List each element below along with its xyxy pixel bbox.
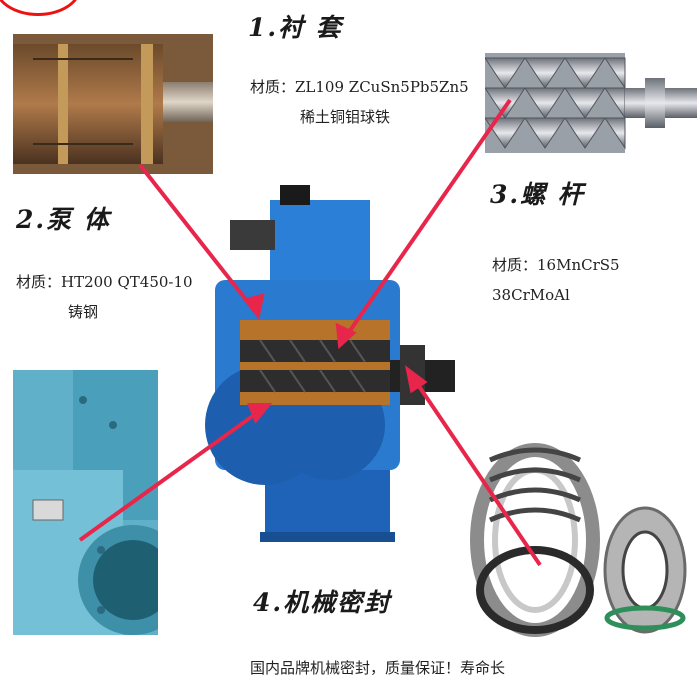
- screw-photo: [485, 48, 697, 158]
- seal-ring-photo: [600, 500, 690, 640]
- pump-body-material: 材质：HT200 QT450-10 铸钢: [16, 267, 193, 327]
- bushing-title: 1.衬 套: [248, 13, 343, 42]
- screw-material: 材质：16MnCrS5 38CrMoAl: [492, 256, 620, 304]
- bushing-material-line2: 稀土铜钼球铁: [300, 108, 391, 126]
- mechanical-seal-description: 国内品牌机械密封，质量保证！寿命长: [250, 659, 506, 677]
- bushing-material: 材质：ZL109 ZCuSn5Pb5Zn5 稀土铜钼球铁: [250, 72, 469, 132]
- pump-cutaway: [200, 180, 460, 550]
- mechanical-seal-title: 4.机械密封: [253, 588, 392, 617]
- bushing-photo: [13, 34, 213, 174]
- corner-logo-fragment: [0, 0, 81, 16]
- pump-body-title: 2.泵 体: [16, 205, 111, 234]
- pump-body-material-line1: 材质：HT200 QT450-10: [16, 273, 193, 291]
- bushing-material-line1: 材质：ZL109 ZCuSn5Pb5Zn5: [250, 78, 469, 96]
- pump-body-material-line2: 铸钢: [68, 303, 99, 321]
- screw-title: 3.螺 杆: [490, 180, 585, 209]
- seal-photo: [470, 400, 600, 640]
- pump-body-photo: [13, 370, 158, 635]
